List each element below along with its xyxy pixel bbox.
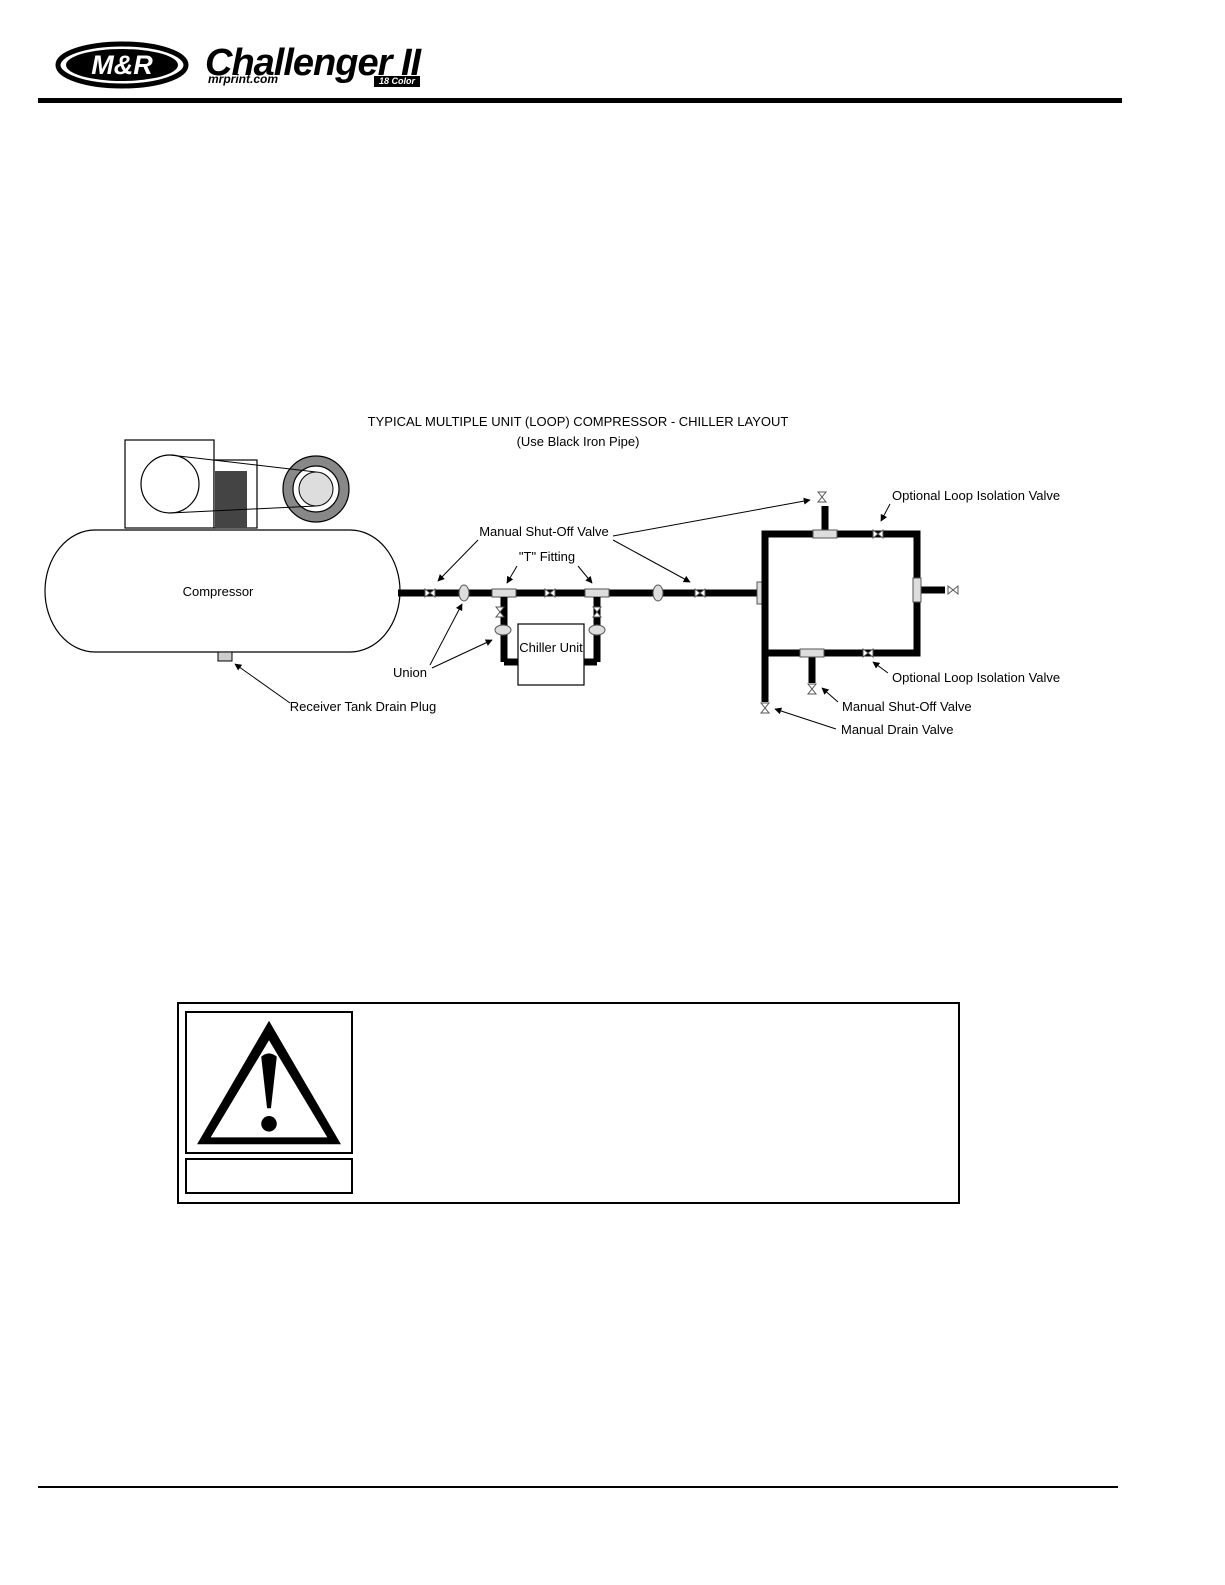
footer-rule [38, 1486, 1118, 1488]
diagram-title: TYPICAL MULTIPLE UNIT (LOOP) COMPRESSOR … [368, 414, 789, 429]
main-pipe [398, 581, 768, 605]
manual-shutoff-valve-top-label: Manual Shut-Off Valve [479, 524, 609, 539]
header-rule [38, 98, 1122, 103]
brand-badge: 18 Color [374, 76, 421, 87]
chiller-unit-label: Chiller Unit [519, 640, 583, 655]
compressor-tank [44, 529, 401, 662]
warning-caption [185, 1158, 353, 1194]
warning-box [177, 1002, 960, 1204]
optional-isolation-valve-bottom-label: Optional Loop Isolation Valve [892, 670, 1060, 685]
receiver-drain-plug-label: Receiver Tank Drain Plug [290, 699, 436, 714]
union-label: Union [393, 665, 427, 680]
logo-text: M&R [91, 50, 153, 80]
callout-arrows [234, 497, 891, 730]
chiller-branch [494, 597, 606, 686]
mr-logo: M&R [55, 41, 189, 89]
brand-url: mrprint.com [208, 72, 279, 86]
loop-layout-diagram: TYPICAL MULTIPLE UNIT (LOOP) COMPRESSOR … [44, 414, 1060, 737]
manual-shutoff-valve-bottom-label: Manual Shut-Off Valve [842, 699, 972, 714]
t-fitting-label: "T" Fitting [519, 549, 575, 564]
brand-name: Challenger II [205, 42, 421, 84]
optional-isolation-valve-top-label: Optional Loop Isolation Valve [892, 488, 1060, 503]
diagram-subtitle: (Use Black Iron Pipe) [517, 434, 640, 449]
warning-triangle-icon [185, 1011, 353, 1154]
pipe-loop [760, 491, 959, 714]
compressor-label: Compressor [183, 584, 254, 599]
manual-drain-valve-label: Manual Drain Valve [841, 722, 953, 737]
compressor-motor [124, 439, 350, 529]
